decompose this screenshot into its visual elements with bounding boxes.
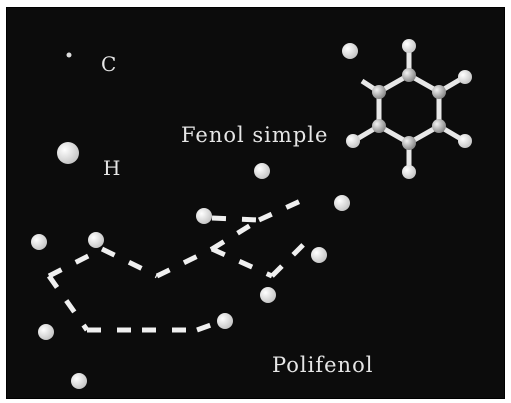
simple-phenol-label: Fenol simple (181, 123, 329, 147)
legend-carbon-atom (66, 52, 72, 58)
molecule-figure: C H Fenol simple Polifenol (6, 7, 505, 399)
simple-phenol-molecule (342, 39, 472, 179)
polyphenol-bonds (46, 195, 314, 333)
polyphenol-molecule (31, 163, 350, 389)
simple-phenol-bonds (355, 50, 463, 168)
molecule-diagram (31, 39, 472, 389)
simple-phenol-carbons (372, 68, 446, 150)
carbon-legend-label: C (101, 52, 118, 76)
polyphenol-hydrogens (31, 163, 350, 389)
hydrogen-legend-label: H (103, 156, 122, 180)
legend-hydrogen-atom (57, 142, 79, 164)
polyphenol-label: Polifenol (272, 353, 374, 377)
simple-phenol-hydrogens (342, 39, 472, 179)
